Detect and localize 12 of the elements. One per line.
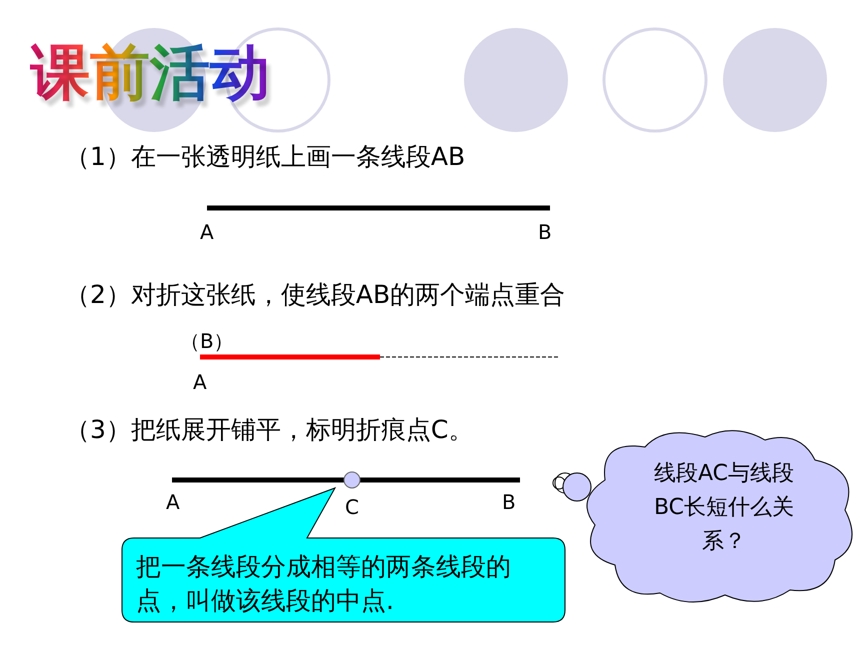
point-label: A — [200, 220, 214, 244]
point-label: B — [538, 220, 552, 244]
instruction-text: （3）把纸展开铺平，标明折痕点C。 — [65, 414, 474, 446]
instruction-text: （2）对折这张纸，使线段AB的两个端点重合 — [65, 279, 566, 311]
point-label: B — [502, 490, 516, 514]
question-text: 线段AC与线段BC长短什么关系？ — [652, 460, 796, 556]
instruction-text: （1）在一张透明纸上画一条线段AB — [65, 141, 466, 173]
point-label: （B） — [180, 328, 234, 355]
point-label: A — [166, 490, 180, 514]
point-label: C — [345, 495, 359, 519]
callout-text: 把一条线段分成相等的两条线段的点，叫做该线段的中点. — [136, 551, 512, 617]
point-label: A — [193, 370, 207, 394]
